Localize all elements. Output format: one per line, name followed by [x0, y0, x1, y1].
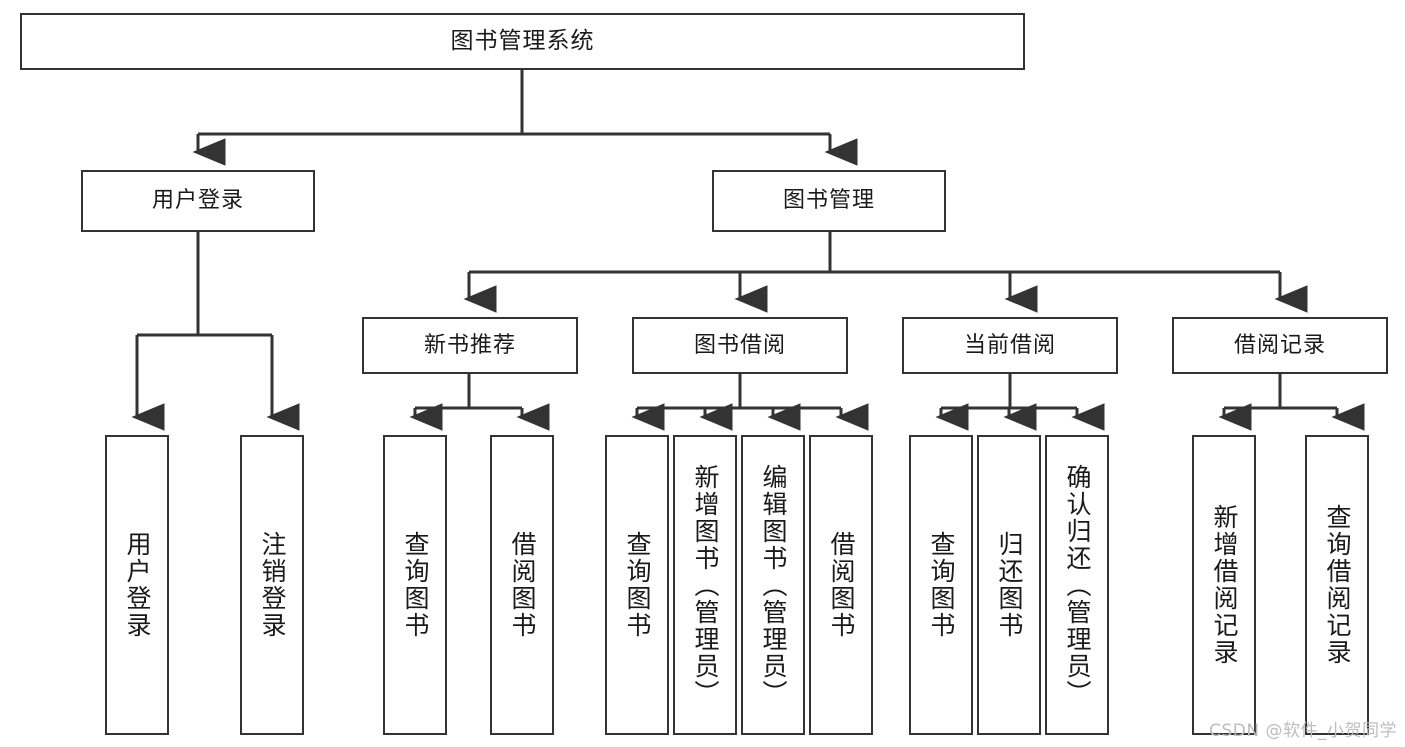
leaf-borrow-edit-book-admin[interactable]: 编辑图书（管理员） [741, 435, 805, 735]
node-label: 图书管理系统 [450, 28, 595, 55]
leaf-records-add-record[interactable]: 新增借阅记录 [1192, 435, 1256, 735]
node-label: 当前借阅 [963, 332, 1056, 358]
leaf-current-return-books[interactable]: 归还图书 [977, 435, 1041, 735]
node-label: 查询图书 [623, 531, 652, 639]
node-label: 查询图书 [401, 531, 430, 639]
leaf-new-book-borrow-books[interactable]: 借阅图书 [490, 435, 554, 735]
leaf-borrow-borrow-books[interactable]: 借阅图书 [809, 435, 873, 735]
leaf-current-confirm-return-admin[interactable]: 确认归还（管理员） [1045, 435, 1109, 735]
watermark-text: CSDN @软件_小贺同学 [1209, 721, 1397, 741]
node-label: 图书管理 [782, 188, 875, 214]
node-book-borrowing[interactable]: 图书借阅 [632, 317, 848, 374]
node-label: 图书借阅 [693, 332, 786, 358]
node-label: 注销登录 [258, 531, 287, 639]
node-label: 借阅记录 [1233, 332, 1326, 358]
leaf-records-query-record[interactable]: 查询借阅记录 [1305, 435, 1369, 735]
node-label: 用户登录 [123, 531, 152, 639]
node-new-book-recommendation[interactable]: 新书推荐 [362, 317, 578, 374]
node-label: 归还图书 [995, 531, 1024, 639]
leaf-user-login-logout[interactable]: 注销登录 [240, 435, 304, 735]
node-label: 用户登录 [151, 188, 244, 214]
node-label: 借阅图书 [827, 531, 856, 639]
node-label: 编辑图书（管理员） [759, 463, 788, 707]
leaf-borrow-add-book-admin[interactable]: 新增图书（管理员） [673, 435, 737, 735]
node-label: 新增借阅记录 [1210, 504, 1239, 666]
leaf-new-book-query-books[interactable]: 查询图书 [383, 435, 447, 735]
leaf-user-login-login[interactable]: 用户登录 [105, 435, 169, 735]
node-book-management[interactable]: 图书管理 [712, 170, 946, 232]
node-borrowing-records[interactable]: 借阅记录 [1172, 317, 1388, 374]
node-label: 新书推荐 [423, 332, 516, 358]
leaf-current-query-books[interactable]: 查询图书 [909, 435, 973, 735]
node-label: 查询图书 [927, 531, 956, 639]
node-label: 确认归还（管理员） [1063, 463, 1092, 707]
node-current-borrowing[interactable]: 当前借阅 [902, 317, 1118, 374]
node-label: 借阅图书 [508, 531, 537, 639]
node-label: 新增图书（管理员） [691, 463, 720, 707]
node-user-login[interactable]: 用户登录 [81, 170, 315, 232]
node-root-book-management-system[interactable]: 图书管理系统 [20, 13, 1025, 70]
leaf-borrow-query-books[interactable]: 查询图书 [605, 435, 669, 735]
node-label: 查询借阅记录 [1323, 504, 1352, 666]
